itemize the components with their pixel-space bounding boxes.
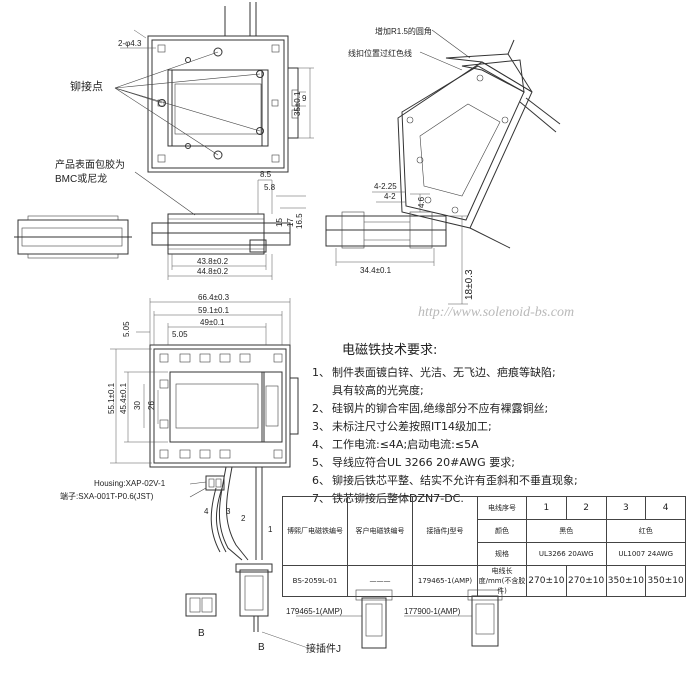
connector-179465-label: 179465-1(AMP) bbox=[286, 607, 343, 616]
wire-no-4: 4 bbox=[645, 496, 686, 520]
technical-requirements: 电磁铁技术要求: 1、制件表面镀白锌、光洁、无飞边、疤痕等缺陷; 具有较高的光亮… bbox=[312, 342, 700, 508]
wire-label-4: 4 bbox=[204, 507, 209, 516]
dim-55-1: 55.1±0.1 bbox=[107, 382, 116, 414]
dim-43-8: 43.8±0.2 bbox=[197, 257, 229, 266]
color-black: 黑色 bbox=[526, 519, 607, 543]
dim-35: 35±0.1 bbox=[293, 91, 302, 116]
length-2: 270±10 bbox=[565, 565, 607, 597]
dim-4-2-25: 4-2.25 bbox=[374, 182, 397, 191]
header-customer-code: 客户电磁铁编号 bbox=[347, 496, 413, 566]
wire-no-1: 1 bbox=[526, 496, 567, 520]
header-plug-model: 接插件J型号 bbox=[412, 496, 478, 566]
cell-customer-code: ——— bbox=[347, 565, 413, 597]
note-item: 1、制件表面镀白锌、光洁、无飞边、疤痕等缺陷; bbox=[312, 366, 556, 379]
dim-2-phi-4-3: 2-φ4.3 bbox=[118, 39, 142, 48]
watermark: http://www.solenoid-bs.com bbox=[418, 305, 575, 320]
header-spec: 规格 bbox=[477, 542, 527, 566]
dim-5-05-inner: 5.05 bbox=[172, 330, 188, 339]
dim-49: 49±0.1 bbox=[200, 318, 225, 327]
wire-label-3: 3 bbox=[226, 507, 231, 516]
dim-34-4: 34.4±0.1 bbox=[360, 266, 392, 275]
dim-15: 15 bbox=[275, 218, 284, 227]
dim-18: 18±0.3 bbox=[464, 269, 475, 300]
connector-177900-label: 177900-1(AMP) bbox=[404, 607, 461, 616]
side-view: 8.5 43.8±0.2 44.8±0.2 5.8 15 17 16.5 bbox=[14, 170, 306, 280]
iso-view: 增加R1.5的圆角 线扣位置过红色线 bbox=[348, 26, 561, 249]
wire-label-2: 2 bbox=[241, 514, 246, 523]
cell-plug-model: 179465-1(AMP) bbox=[412, 565, 478, 597]
dim-45-4: 45.4±0.1 bbox=[119, 382, 128, 414]
header-wire-length: 电线长度/mm(不含胶件) bbox=[477, 565, 527, 597]
notes-title: 电磁铁技术要求: bbox=[342, 343, 438, 358]
front-view: 66.4±0.3 59.1±0.1 49±0.1 5.05 5.05 55.1±… bbox=[107, 293, 299, 468]
header-color: 颜色 bbox=[477, 519, 527, 543]
dim-17: 17 bbox=[286, 218, 295, 227]
dim-30: 30 bbox=[133, 401, 142, 410]
coil-wire-note-label: 线扣位置过红色线 bbox=[348, 48, 412, 58]
dim-16-5: 16.5 bbox=[295, 213, 304, 229]
fillet-note-label: 增加R1.5的圆角 bbox=[375, 26, 432, 36]
header-wire-no: 电线序号 bbox=[477, 496, 527, 520]
dim-66-4: 66.4±0.3 bbox=[198, 293, 230, 302]
view-b-connector: B B bbox=[185, 593, 265, 653]
wire-harness: 接插件J 1 2 3 4 Housing:XAP-02V-1 端子:SXA-00… bbox=[60, 466, 341, 655]
note-item: 3、未标注尺寸公差按照IT14级加工; bbox=[312, 420, 492, 433]
plug-j-label: 接插件J bbox=[306, 642, 341, 655]
coating-material-label: BMC或尼龙 bbox=[55, 172, 107, 185]
dim-44-8: 44.8±0.2 bbox=[197, 267, 229, 276]
wire-no-3: 3 bbox=[605, 496, 647, 520]
end-view: 4-2.25 4-2 4.6 34.4±0.1 18±0.3 bbox=[325, 182, 475, 305]
amp-connectors: 179465-1(AMP) 177900-1(AMP) bbox=[286, 589, 503, 649]
top-view: 2-φ4.3 9 35±0.1 铆接点 bbox=[70, 2, 314, 173]
color-red: 红色 bbox=[605, 519, 686, 543]
dim-8-5: 8.5 bbox=[260, 170, 272, 179]
housing-label: Housing:XAP-02V-1 bbox=[94, 479, 166, 488]
dim-59-1: 59.1±0.1 bbox=[198, 306, 230, 315]
length-4: 350±10 bbox=[645, 565, 686, 597]
view-b-label-2: B bbox=[258, 642, 265, 653]
note-item: 具有较高的光亮度; bbox=[332, 384, 424, 397]
note-item: 6、铆接后铁芯平整、结实不允许有歪斜和不垂直现象; bbox=[312, 474, 578, 487]
dim-5-05-left: 5.05 bbox=[122, 321, 131, 337]
wire-no-2: 2 bbox=[565, 496, 607, 520]
view-b-label-1: B bbox=[198, 628, 205, 639]
coating-note-label: 产品表面包胶为 bbox=[55, 158, 125, 171]
length-1: 270±10 bbox=[526, 565, 567, 597]
terminal-label: 端子:SXA-001T-P0.6(JST) bbox=[60, 491, 154, 501]
dim-5-8: 5.8 bbox=[264, 183, 276, 192]
cell-factory-code: BS-2059L-01 bbox=[282, 565, 348, 597]
spec-ul3266: UL3266 20AWG bbox=[526, 542, 607, 566]
dim-4-6: 4.6 bbox=[417, 196, 426, 208]
note-item: 2、硅钢片的铆合牢固,绝缘部分不应有裸露铜丝; bbox=[312, 402, 549, 415]
rivet-points-label: 铆接点 bbox=[70, 79, 103, 93]
dim-26: 26 bbox=[147, 401, 156, 410]
wire-label-1: 1 bbox=[268, 525, 273, 534]
note-item: 4、工作电流:≤4A;启动电流:≤5A bbox=[312, 438, 479, 451]
dim-4-2: 4-2 bbox=[384, 192, 396, 201]
dim-9: 9 bbox=[302, 94, 307, 103]
note-item: 5、导线应符合UL 3266 20#AWG 要求; bbox=[312, 456, 515, 469]
header-factory-code: 博熙厂电磁铁编号 bbox=[282, 496, 348, 566]
spec-ul1007: UL1007 24AWG bbox=[605, 542, 686, 566]
length-3: 350±10 bbox=[605, 565, 647, 597]
wire-spec-table: 博熙厂电磁铁编号 客户电磁铁编号 接插件J型号 电线序号 1 2 3 4 颜色 … bbox=[282, 496, 686, 597]
